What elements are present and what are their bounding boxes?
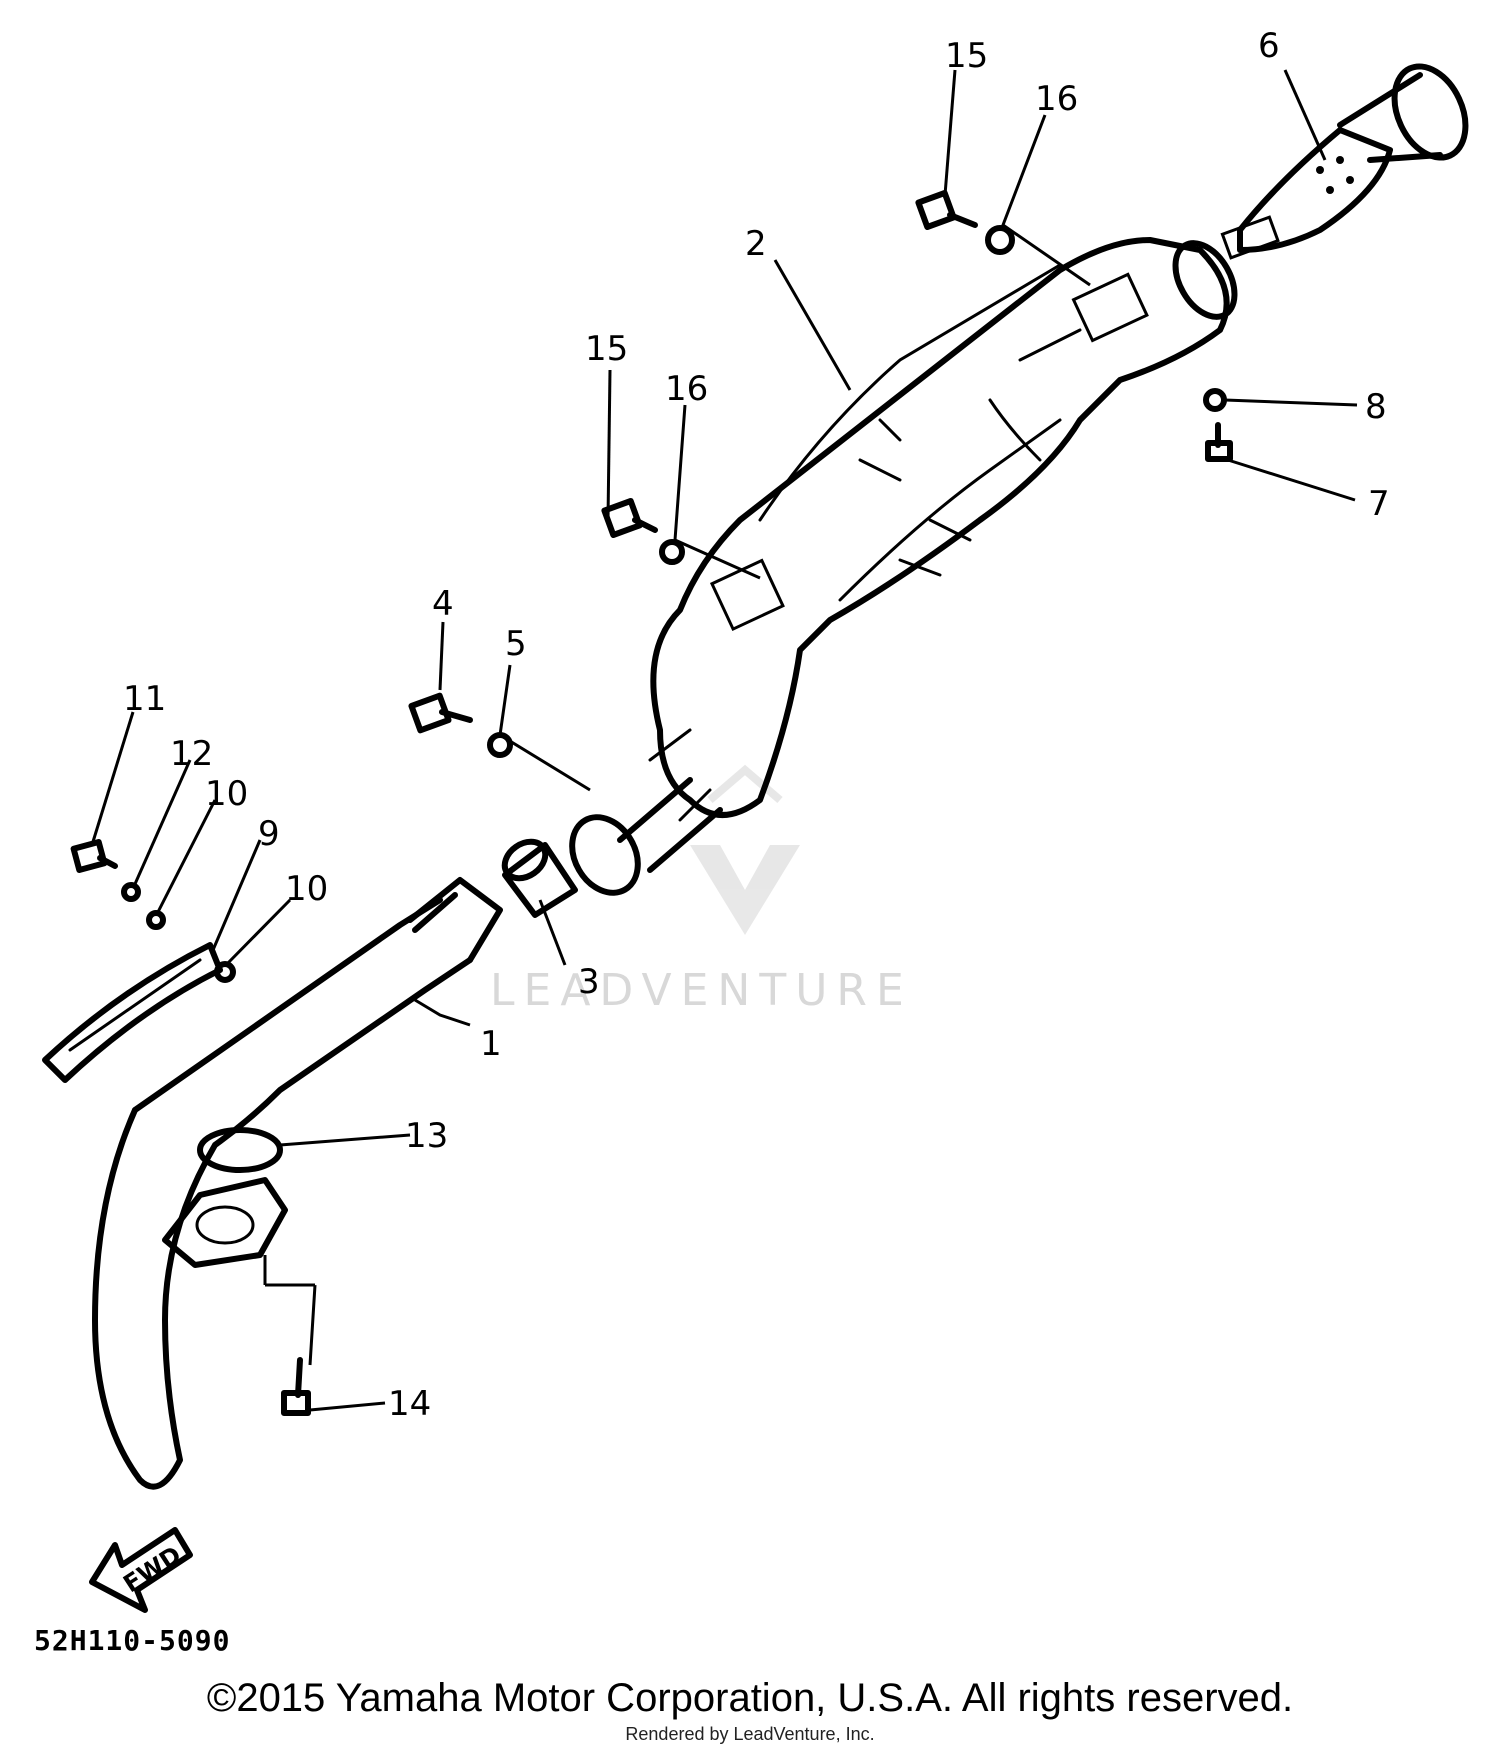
bolt-11	[70, 839, 118, 873]
collar-10-lower	[214, 961, 236, 983]
collar-10-upper	[146, 910, 166, 930]
callout-4: 4	[432, 584, 454, 624]
silencer-inlet	[569, 777, 723, 896]
callout-6: 6	[1258, 26, 1280, 66]
bolt-15-lower	[601, 497, 658, 539]
callout-1: 1	[480, 1024, 502, 1064]
callout-7: 7	[1368, 484, 1390, 524]
spark-arrester	[1220, 63, 1469, 260]
callout-14: 14	[388, 1384, 431, 1424]
callout-10-upper: 10	[205, 774, 248, 814]
leader-lines	[90, 69, 1358, 1412]
callout-10-lower: 10	[285, 869, 328, 909]
callout-16-upper: 16	[1035, 79, 1078, 119]
watermark-text: LEADVENTURE	[490, 965, 913, 1016]
callout-15-upper: 15	[945, 36, 988, 76]
bolt-7	[1205, 422, 1233, 462]
washer-16-lower	[659, 539, 685, 565]
callout-3: 3	[578, 962, 600, 1002]
diagram-code: 52H110-5090	[34, 1624, 231, 1657]
washer-16-upper	[985, 225, 1015, 255]
exhaust-protector	[42, 942, 223, 1083]
silencer-body	[648, 237, 1238, 822]
exhaust-pipe	[92, 877, 503, 1490]
fwd-label: FWD	[118, 1541, 186, 1599]
rendered-by-notice: Rendered by LeadVenture, Inc.	[625, 1724, 875, 1744]
callout-15-lower: 15	[585, 329, 628, 369]
bolt-4	[408, 692, 473, 734]
callout-16-lower: 16	[665, 369, 708, 409]
washer-12	[121, 882, 141, 902]
exhaust-flange	[162, 1177, 288, 1268]
callout-2: 2	[745, 224, 767, 264]
bolt-14	[281, 1357, 311, 1416]
forward-arrow-icon: FWD	[89, 1527, 193, 1613]
callout-11: 11	[123, 679, 166, 719]
bolt-15-upper	[915, 189, 978, 231]
watermark-logo-icon	[690, 764, 800, 935]
callout-5: 5	[505, 624, 527, 664]
callout-9: 9	[258, 814, 280, 854]
exhaust-gasket	[197, 1127, 283, 1173]
callout-12: 12	[170, 734, 213, 774]
callout-8: 8	[1365, 387, 1387, 427]
washer-8	[1203, 388, 1227, 412]
copyright-notice: ©2015 Yamaha Motor Corporation, U.S.A. A…	[206, 1676, 1294, 1720]
callout-numbers: 1 2 3 4 5 6 7 8 9 10 10 11 12 13 14 15 1…	[123, 26, 1390, 1424]
pipe-joint	[501, 838, 578, 918]
callout-13: 13	[405, 1116, 448, 1156]
